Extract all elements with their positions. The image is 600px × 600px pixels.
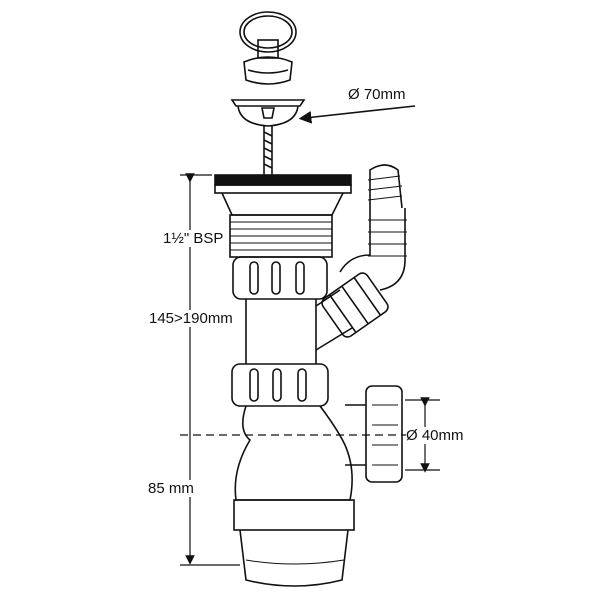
- threaded-body: [229, 214, 333, 258]
- lower-nut: [231, 363, 329, 407]
- plug-diameter-label: Ø 70mm: [348, 86, 406, 103]
- trap-depth-label: 85 mm: [148, 480, 194, 497]
- thread-label: 1½" BSP: [163, 230, 224, 247]
- outlet-nut: [365, 385, 403, 483]
- hose-barb: [367, 164, 403, 209]
- side-inlet-nut: [321, 272, 389, 338]
- tube-body: [245, 289, 353, 364]
- bottle-trap: [233, 404, 366, 587]
- strainer-dish: [230, 99, 306, 127]
- upper-nut: [232, 256, 328, 300]
- outlet-diameter-label: Ø 40mm: [406, 427, 464, 444]
- plug-body: [243, 56, 293, 85]
- hose-elbow: [339, 208, 407, 291]
- plug-ring: [239, 11, 297, 59]
- height-range-label: 145>190mm: [149, 310, 233, 327]
- sink-flange: [214, 174, 352, 216]
- plug-diameter-leader: [298, 105, 416, 124]
- screw: [263, 126, 273, 175]
